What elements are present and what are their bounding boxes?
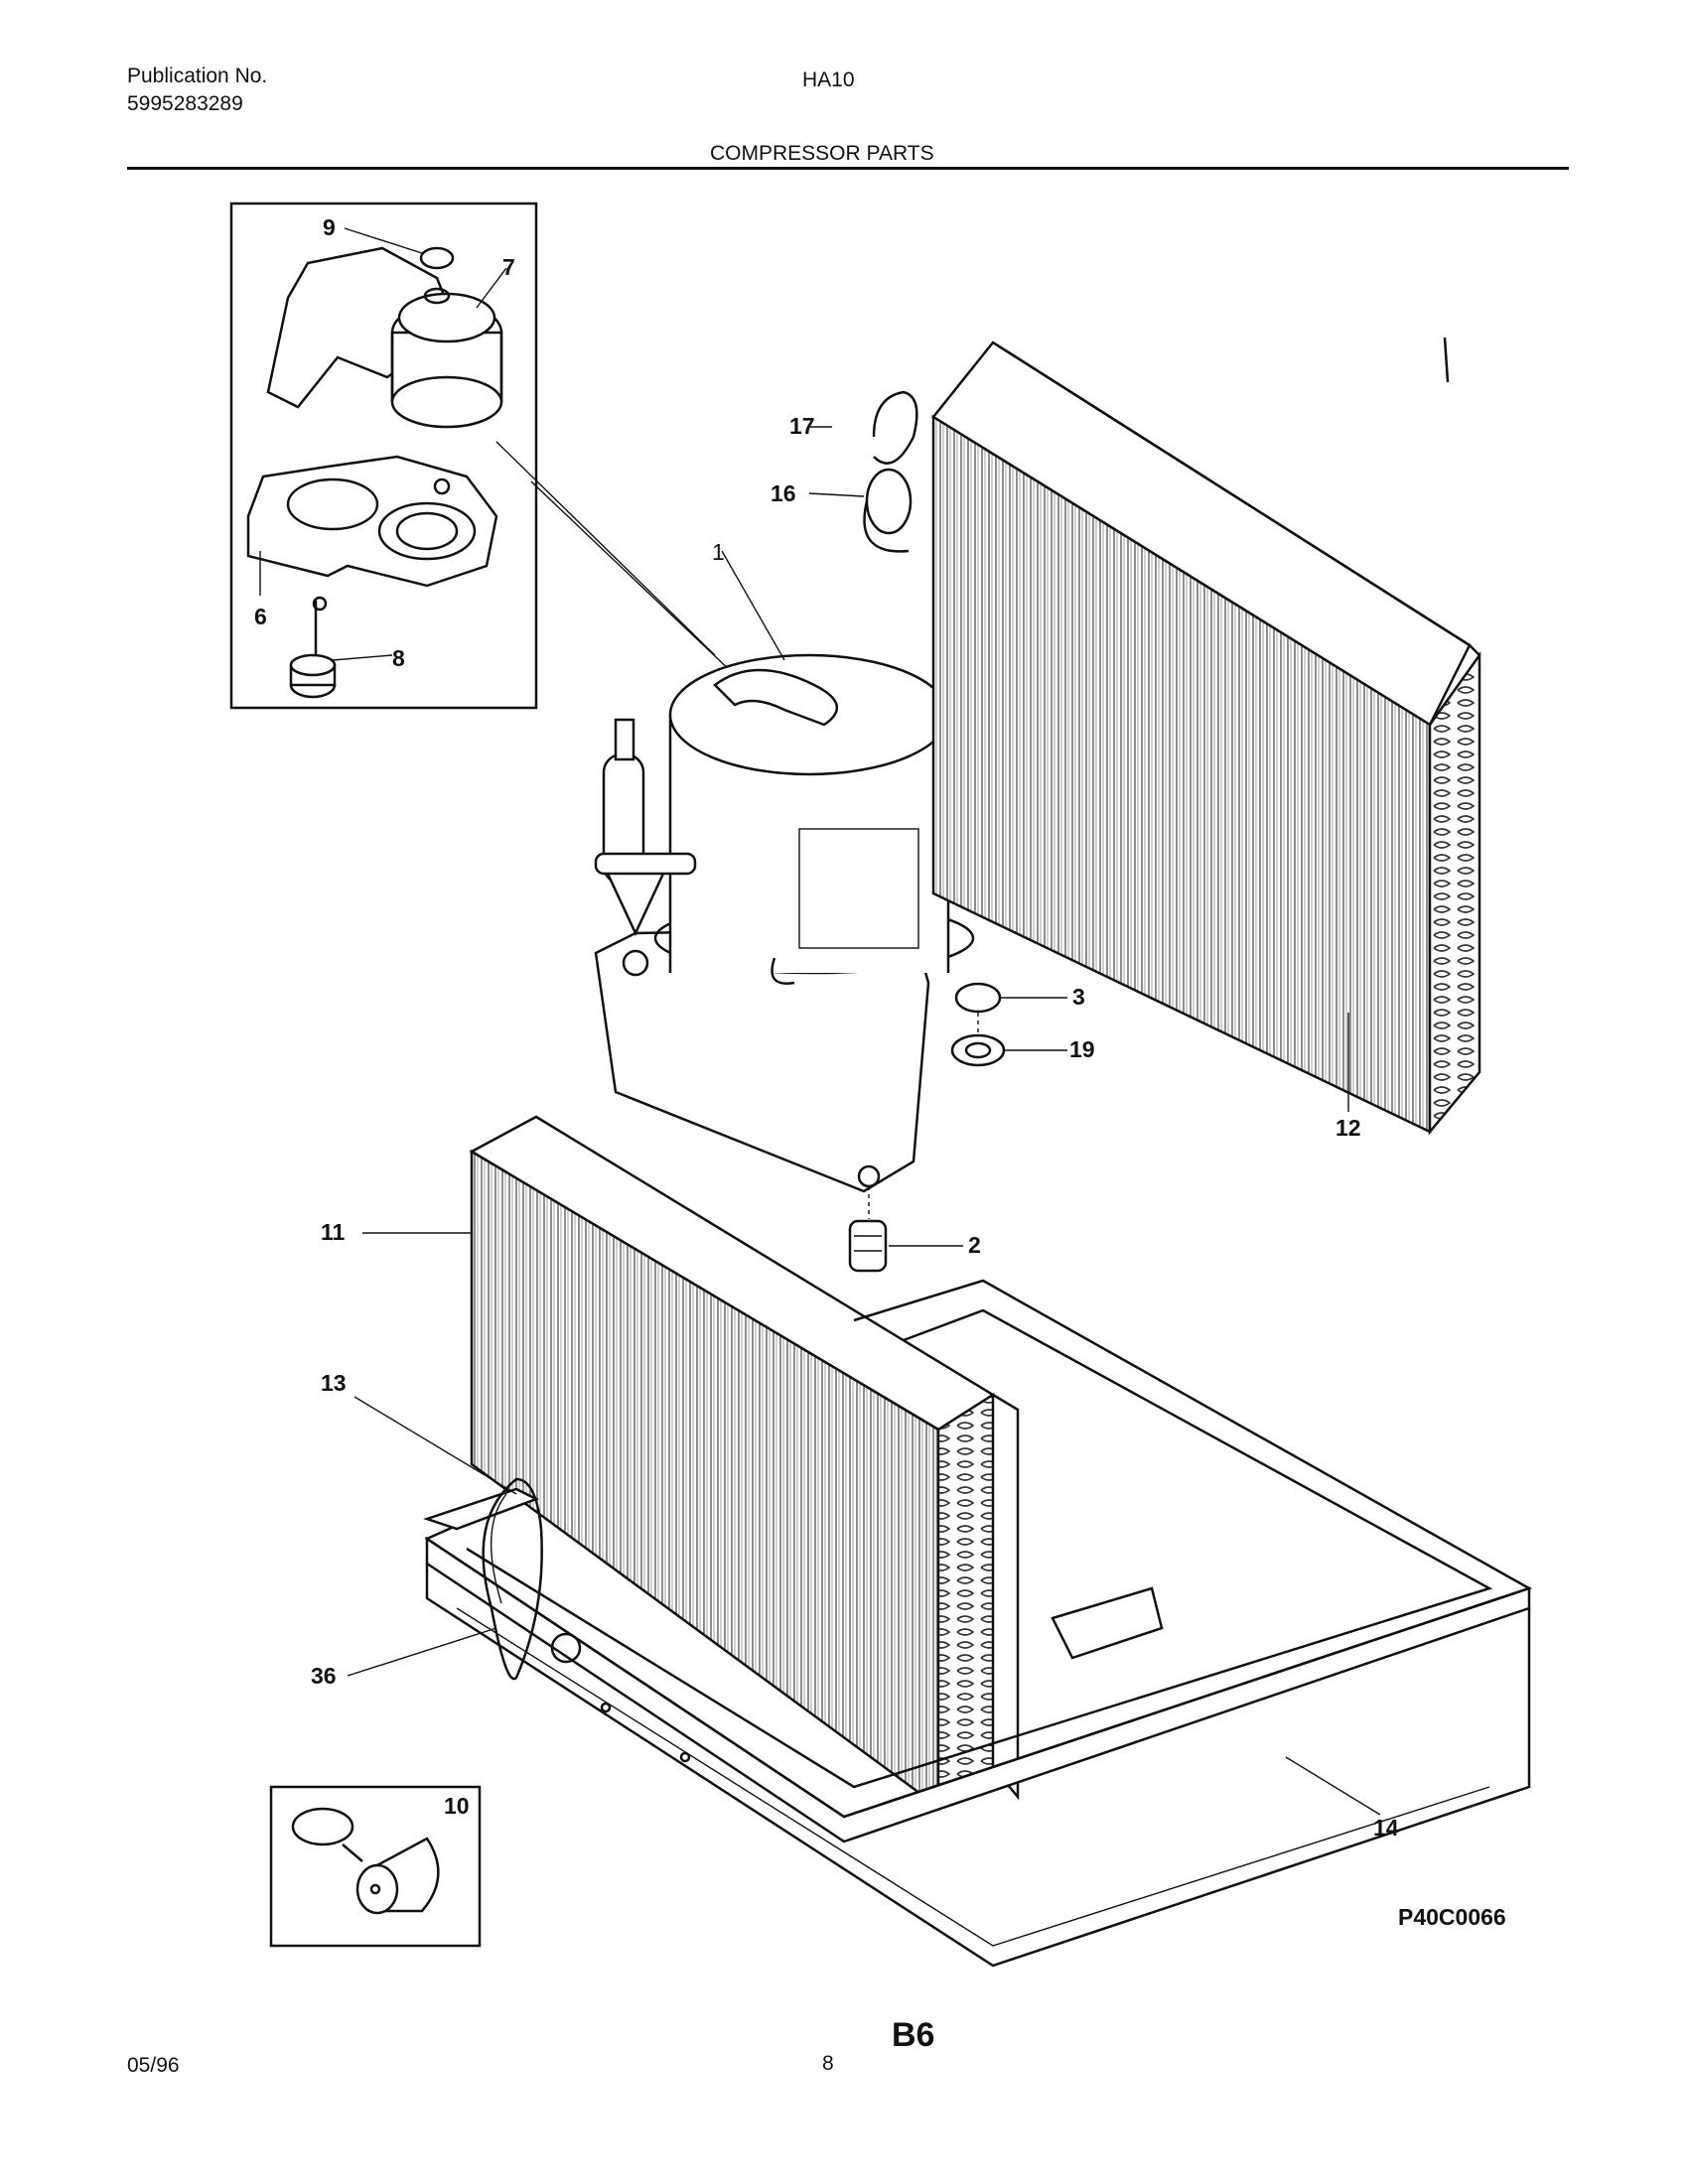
footer-date: 05/96 xyxy=(127,2054,180,2077)
cover-washer xyxy=(423,287,451,305)
part-10-inset xyxy=(269,1785,482,1948)
publication-label: Publication No. xyxy=(127,65,268,87)
cover-nut xyxy=(419,246,455,270)
callout-16: 16 xyxy=(771,480,796,506)
evaporator-coil xyxy=(469,1115,1020,1810)
compressor-hardware xyxy=(848,982,1006,1273)
page-number: 8 xyxy=(822,2052,834,2075)
callout-19: 19 xyxy=(1069,1036,1095,1062)
capillary-coil xyxy=(872,390,918,465)
callout-7: 7 xyxy=(502,254,515,280)
callout-17: 17 xyxy=(789,413,815,439)
condenser-coil xyxy=(863,341,1481,1136)
callout-11: 11 xyxy=(321,1219,346,1245)
callout-14: 14 xyxy=(1373,1815,1399,1841)
callout-9: 9 xyxy=(323,214,336,240)
callout-13: 13 xyxy=(321,1370,347,1396)
diagram-code: P40C0066 xyxy=(1398,1904,1506,1930)
mounting-nut xyxy=(954,982,1002,1014)
callout-1: 1 xyxy=(712,539,725,565)
callout-36: 36 xyxy=(311,1663,337,1689)
section-title: COMPRESSOR PARTS xyxy=(710,142,934,165)
publication-number: 5995283289 xyxy=(127,92,243,115)
callout-8: 8 xyxy=(392,645,405,671)
grommet xyxy=(848,1219,888,1273)
section-code: B6 xyxy=(892,2016,935,2054)
mounting-strap xyxy=(482,1477,543,1681)
callout-10: 10 xyxy=(444,1793,470,1819)
terminal-gasket xyxy=(246,455,498,588)
terminal-cover-inset xyxy=(229,202,736,710)
callout-leaders xyxy=(347,337,1450,1816)
callout-6: 6 xyxy=(254,604,267,629)
callout-2: 2 xyxy=(968,1232,981,1258)
base-pan xyxy=(423,1279,1533,1968)
callout-3: 3 xyxy=(1072,984,1085,1010)
compressor xyxy=(594,653,975,1193)
callout-12: 12 xyxy=(1336,1115,1361,1141)
model-name: HA10 xyxy=(802,68,855,91)
header-rule xyxy=(127,167,1569,170)
